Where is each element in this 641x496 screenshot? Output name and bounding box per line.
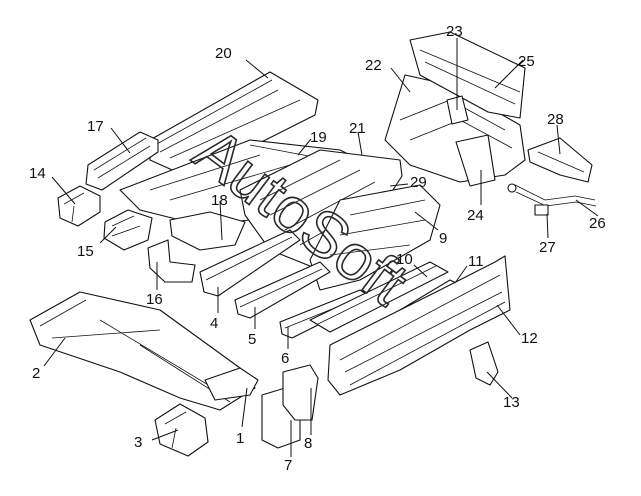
callout-22: 22 <box>365 57 382 74</box>
part-16-bracket <box>147 239 196 283</box>
callout-16: 16 <box>146 291 163 308</box>
part-25-rear-rail <box>409 31 526 119</box>
part-17-side-rail <box>85 131 159 191</box>
callout-11: 11 <box>468 253 484 270</box>
callout-12: 12 <box>521 330 538 347</box>
part-8-panel <box>282 364 319 421</box>
callout-9: 9 <box>439 230 447 247</box>
callout-17: 17 <box>87 118 104 135</box>
callout-29: 29 <box>410 174 427 191</box>
callout-25: 25 <box>518 53 535 70</box>
callout-18: 18 <box>211 192 228 209</box>
part-10-crossmember <box>309 261 449 333</box>
part-24-panel <box>455 134 496 187</box>
callout-10: 10 <box>396 251 413 268</box>
part-3-bracket <box>154 403 209 457</box>
part-2-frame-rail <box>29 291 256 411</box>
callout-27: 27 <box>539 239 556 256</box>
callout-15: 15 <box>77 243 94 260</box>
callout-24: 24 <box>467 207 484 224</box>
callout-19: 19 <box>310 129 327 146</box>
leader-lines <box>43 38 599 457</box>
callout-1: 1 <box>236 430 244 447</box>
callout-26: 26 <box>589 215 606 232</box>
callout-5: 5 <box>248 331 256 348</box>
part-9-floor-pan <box>309 184 441 291</box>
callout-6: 6 <box>281 350 289 367</box>
callout-21: 21 <box>349 120 366 137</box>
part-1-crossmember <box>204 367 259 401</box>
callout-labels: 1 2 3 4 5 6 7 8 9 10 11 12 13 14 15 16 1… <box>29 23 606 474</box>
callout-13: 13 <box>503 394 520 411</box>
callout-14: 14 <box>29 165 46 182</box>
callout-8: 8 <box>304 435 312 452</box>
part-20-rear-floor-panel <box>149 71 319 179</box>
callout-3: 3 <box>134 434 142 451</box>
part-4-rail <box>199 229 301 297</box>
part-27-bolt <box>534 204 549 216</box>
callout-2: 2 <box>32 365 40 382</box>
part-28-jack <box>527 137 593 183</box>
part-5-rail <box>234 261 331 319</box>
part-15-bracket <box>103 209 153 251</box>
callout-4: 4 <box>210 315 218 332</box>
callout-23: 23 <box>446 23 463 40</box>
part-18-crossmember <box>169 211 246 251</box>
callout-28: 28 <box>547 111 564 128</box>
part-13-bracket <box>469 341 499 386</box>
callout-7: 7 <box>284 457 292 474</box>
part-26-jack-handle <box>507 183 597 207</box>
callout-20: 20 <box>215 45 232 62</box>
part-12-rear-panel <box>327 255 511 396</box>
